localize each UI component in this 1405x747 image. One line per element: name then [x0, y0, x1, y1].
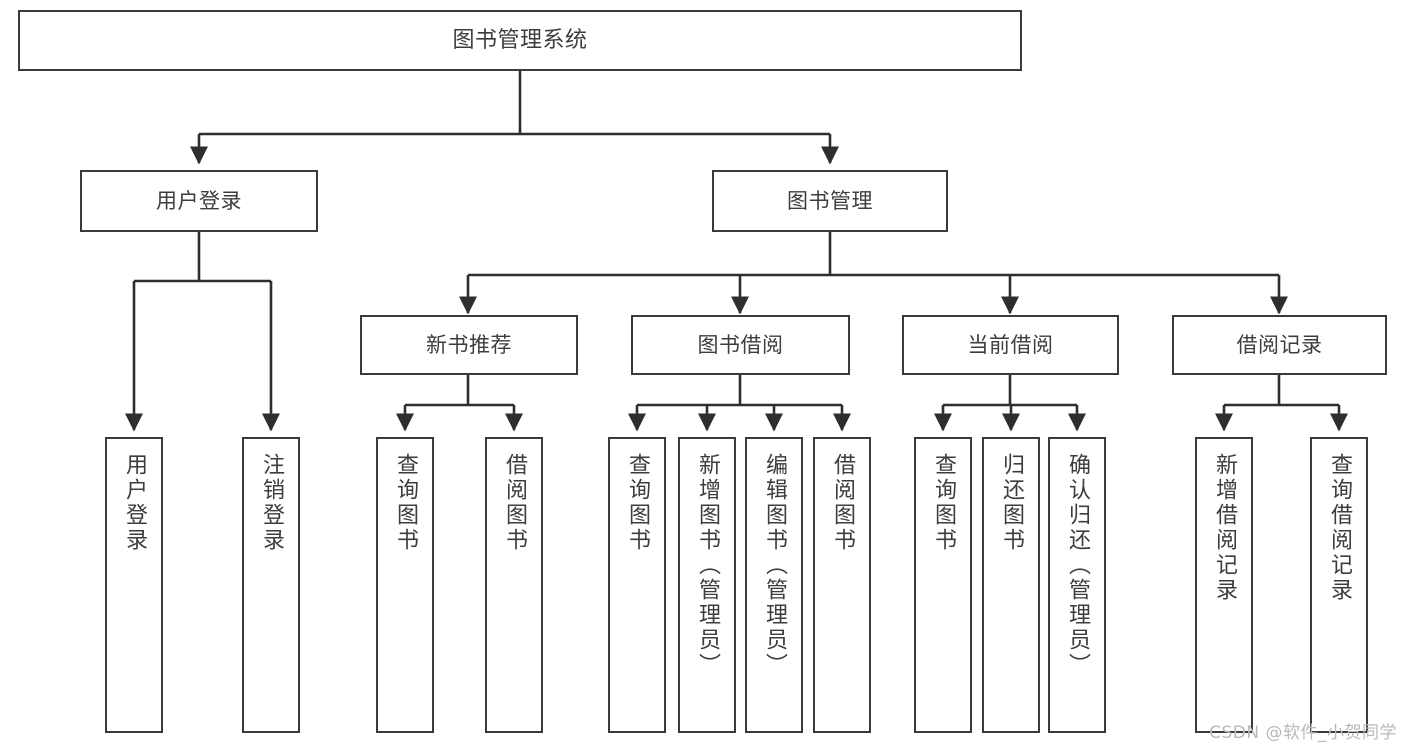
node-label: 借阅图书: [829, 453, 855, 553]
node-label: 借阅记录: [1236, 332, 1323, 357]
leaf-query-book-recommend[interactable]: 查询图书: [376, 437, 434, 733]
leaf-add-borrow-record[interactable]: 新增借阅记录: [1195, 437, 1253, 733]
leaf-borrow-book-recommend[interactable]: 借阅图书: [485, 437, 543, 733]
leaf-user-login[interactable]: 用户登录: [105, 437, 163, 733]
leaf-query-book-borrow[interactable]: 查询图书: [608, 437, 666, 733]
node-book-borrow[interactable]: 图书借阅: [631, 315, 850, 375]
node-label: 确认归还（管理员）: [1064, 453, 1090, 678]
leaf-query-borrow-record[interactable]: 查询借阅记录: [1310, 437, 1368, 733]
node-book-management[interactable]: 图书管理: [712, 170, 948, 232]
node-label: 新书推荐: [426, 332, 512, 357]
node-label: 新增图书（管理员）: [694, 453, 720, 678]
leaf-user-logout[interactable]: 注销登录: [242, 437, 300, 733]
node-user-login[interactable]: 用户登录: [80, 170, 318, 232]
node-label: 用户登录: [121, 453, 147, 553]
node-label: 图书借阅: [697, 332, 784, 357]
watermark-text: CSDN @软件_小贺同学: [1209, 723, 1397, 743]
node-label: 注销登录: [258, 453, 284, 553]
node-label: 查询图书: [392, 453, 418, 553]
leaf-return-book[interactable]: 归还图书: [982, 437, 1040, 733]
node-label: 图书管理系统: [452, 27, 588, 53]
node-borrow-record[interactable]: 借阅记录: [1172, 315, 1387, 375]
node-new-book-recommend[interactable]: 新书推荐: [360, 315, 578, 375]
node-label: 查询图书: [624, 453, 650, 553]
leaf-query-book-current[interactable]: 查询图书: [914, 437, 972, 733]
node-label: 查询借阅记录: [1326, 453, 1352, 603]
leaf-borrow-book-borrow[interactable]: 借阅图书: [813, 437, 871, 733]
node-label: 借阅图书: [501, 453, 527, 553]
node-label: 新增借阅记录: [1211, 453, 1237, 603]
leaf-confirm-return-admin[interactable]: 确认归还（管理员）: [1048, 437, 1106, 733]
node-label: 查询图书: [930, 453, 956, 553]
node-label: 当前借阅: [967, 332, 1054, 357]
node-root-system[interactable]: 图书管理系统: [18, 10, 1022, 71]
node-label: 归还图书: [998, 453, 1024, 553]
leaf-edit-book-admin[interactable]: 编辑图书（管理员）: [745, 437, 803, 733]
node-label: 用户登录: [156, 188, 242, 213]
node-label: 图书管理: [787, 188, 873, 213]
node-label: 编辑图书（管理员）: [761, 453, 787, 678]
leaf-add-book-admin[interactable]: 新增图书（管理员）: [678, 437, 736, 733]
node-current-borrow[interactable]: 当前借阅: [902, 315, 1119, 375]
